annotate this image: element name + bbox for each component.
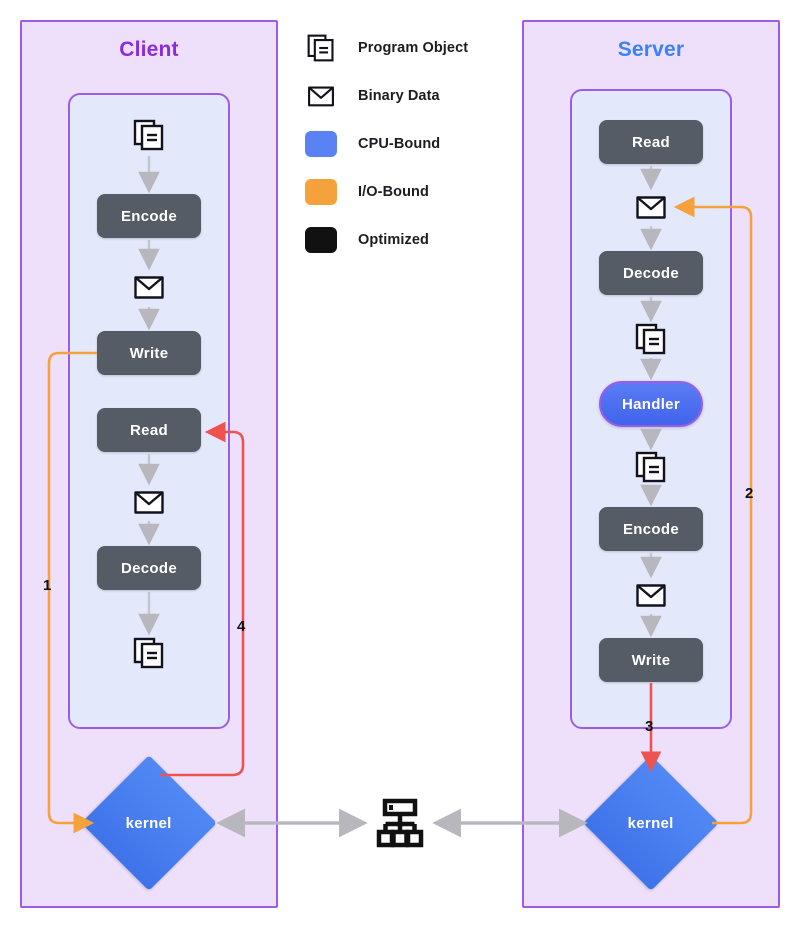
legend-item-cpu-bound: CPU-Bound: [302, 120, 512, 168]
node-label: Decode: [623, 264, 679, 282]
kernel-label: kernel: [628, 814, 674, 832]
binary-data-icon: [634, 190, 668, 224]
client-encode-node[interactable]: Encode: [97, 194, 201, 238]
program-object-icon: [132, 636, 166, 670]
server-handler-node[interactable]: Handler: [599, 381, 703, 427]
node-label: Read: [130, 421, 168, 439]
program-object-icon: [634, 450, 668, 484]
server-read-node[interactable]: Read: [599, 120, 703, 164]
client-read-node[interactable]: Read: [97, 408, 201, 452]
program-object-icon: [132, 118, 166, 152]
optimized-swatch-icon: [302, 225, 340, 255]
cpu-bound-swatch-icon: [302, 129, 340, 159]
flow-step-3-label: 3: [645, 718, 654, 735]
client-write-node[interactable]: Write: [97, 331, 201, 375]
flow-step-2-label: 2: [745, 485, 754, 502]
io-bound-swatch-icon: [302, 177, 340, 207]
binary-data-icon: [132, 270, 166, 304]
legend-label: Optimized: [358, 232, 429, 248]
binary-data-icon: [634, 578, 668, 612]
server-write-node[interactable]: Write: [599, 638, 703, 682]
legend-item-binary-data: Binary Data: [302, 72, 512, 120]
node-label: Write: [631, 651, 671, 669]
legend-item-io-bound: I/O-Bound: [302, 168, 512, 216]
node-label: Decode: [121, 559, 177, 577]
server-encode-node[interactable]: Encode: [599, 507, 703, 551]
legend-label: CPU-Bound: [358, 136, 441, 152]
flow-step-1-label: 1: [43, 577, 52, 594]
server-title: Server: [617, 38, 685, 61]
flow-step-4-label: 4: [237, 618, 246, 635]
client-title: Client: [119, 38, 179, 61]
program-object-icon: [302, 33, 340, 63]
legend-label: I/O-Bound: [358, 184, 429, 200]
binary-data-icon: [302, 81, 340, 111]
client-decode-node[interactable]: Decode: [97, 546, 201, 590]
node-label: Encode: [623, 520, 679, 538]
legend: Program Object Binary Data CPU-Bound I/O…: [302, 24, 512, 264]
legend-label: Program Object: [358, 40, 469, 56]
legend-item-optimized: Optimized: [302, 216, 512, 264]
server-decode-node[interactable]: Decode: [599, 251, 703, 295]
program-object-icon: [634, 322, 668, 356]
kernel-label: kernel: [126, 814, 172, 832]
binary-data-icon: [132, 485, 166, 519]
node-label: Read: [632, 133, 670, 151]
network-hierarchy-icon: [372, 795, 428, 851]
node-label: Write: [129, 344, 169, 362]
node-label: Handler: [622, 395, 680, 413]
legend-label: Binary Data: [358, 88, 440, 104]
node-label: Encode: [121, 207, 177, 225]
legend-item-program-object: Program Object: [302, 24, 512, 72]
